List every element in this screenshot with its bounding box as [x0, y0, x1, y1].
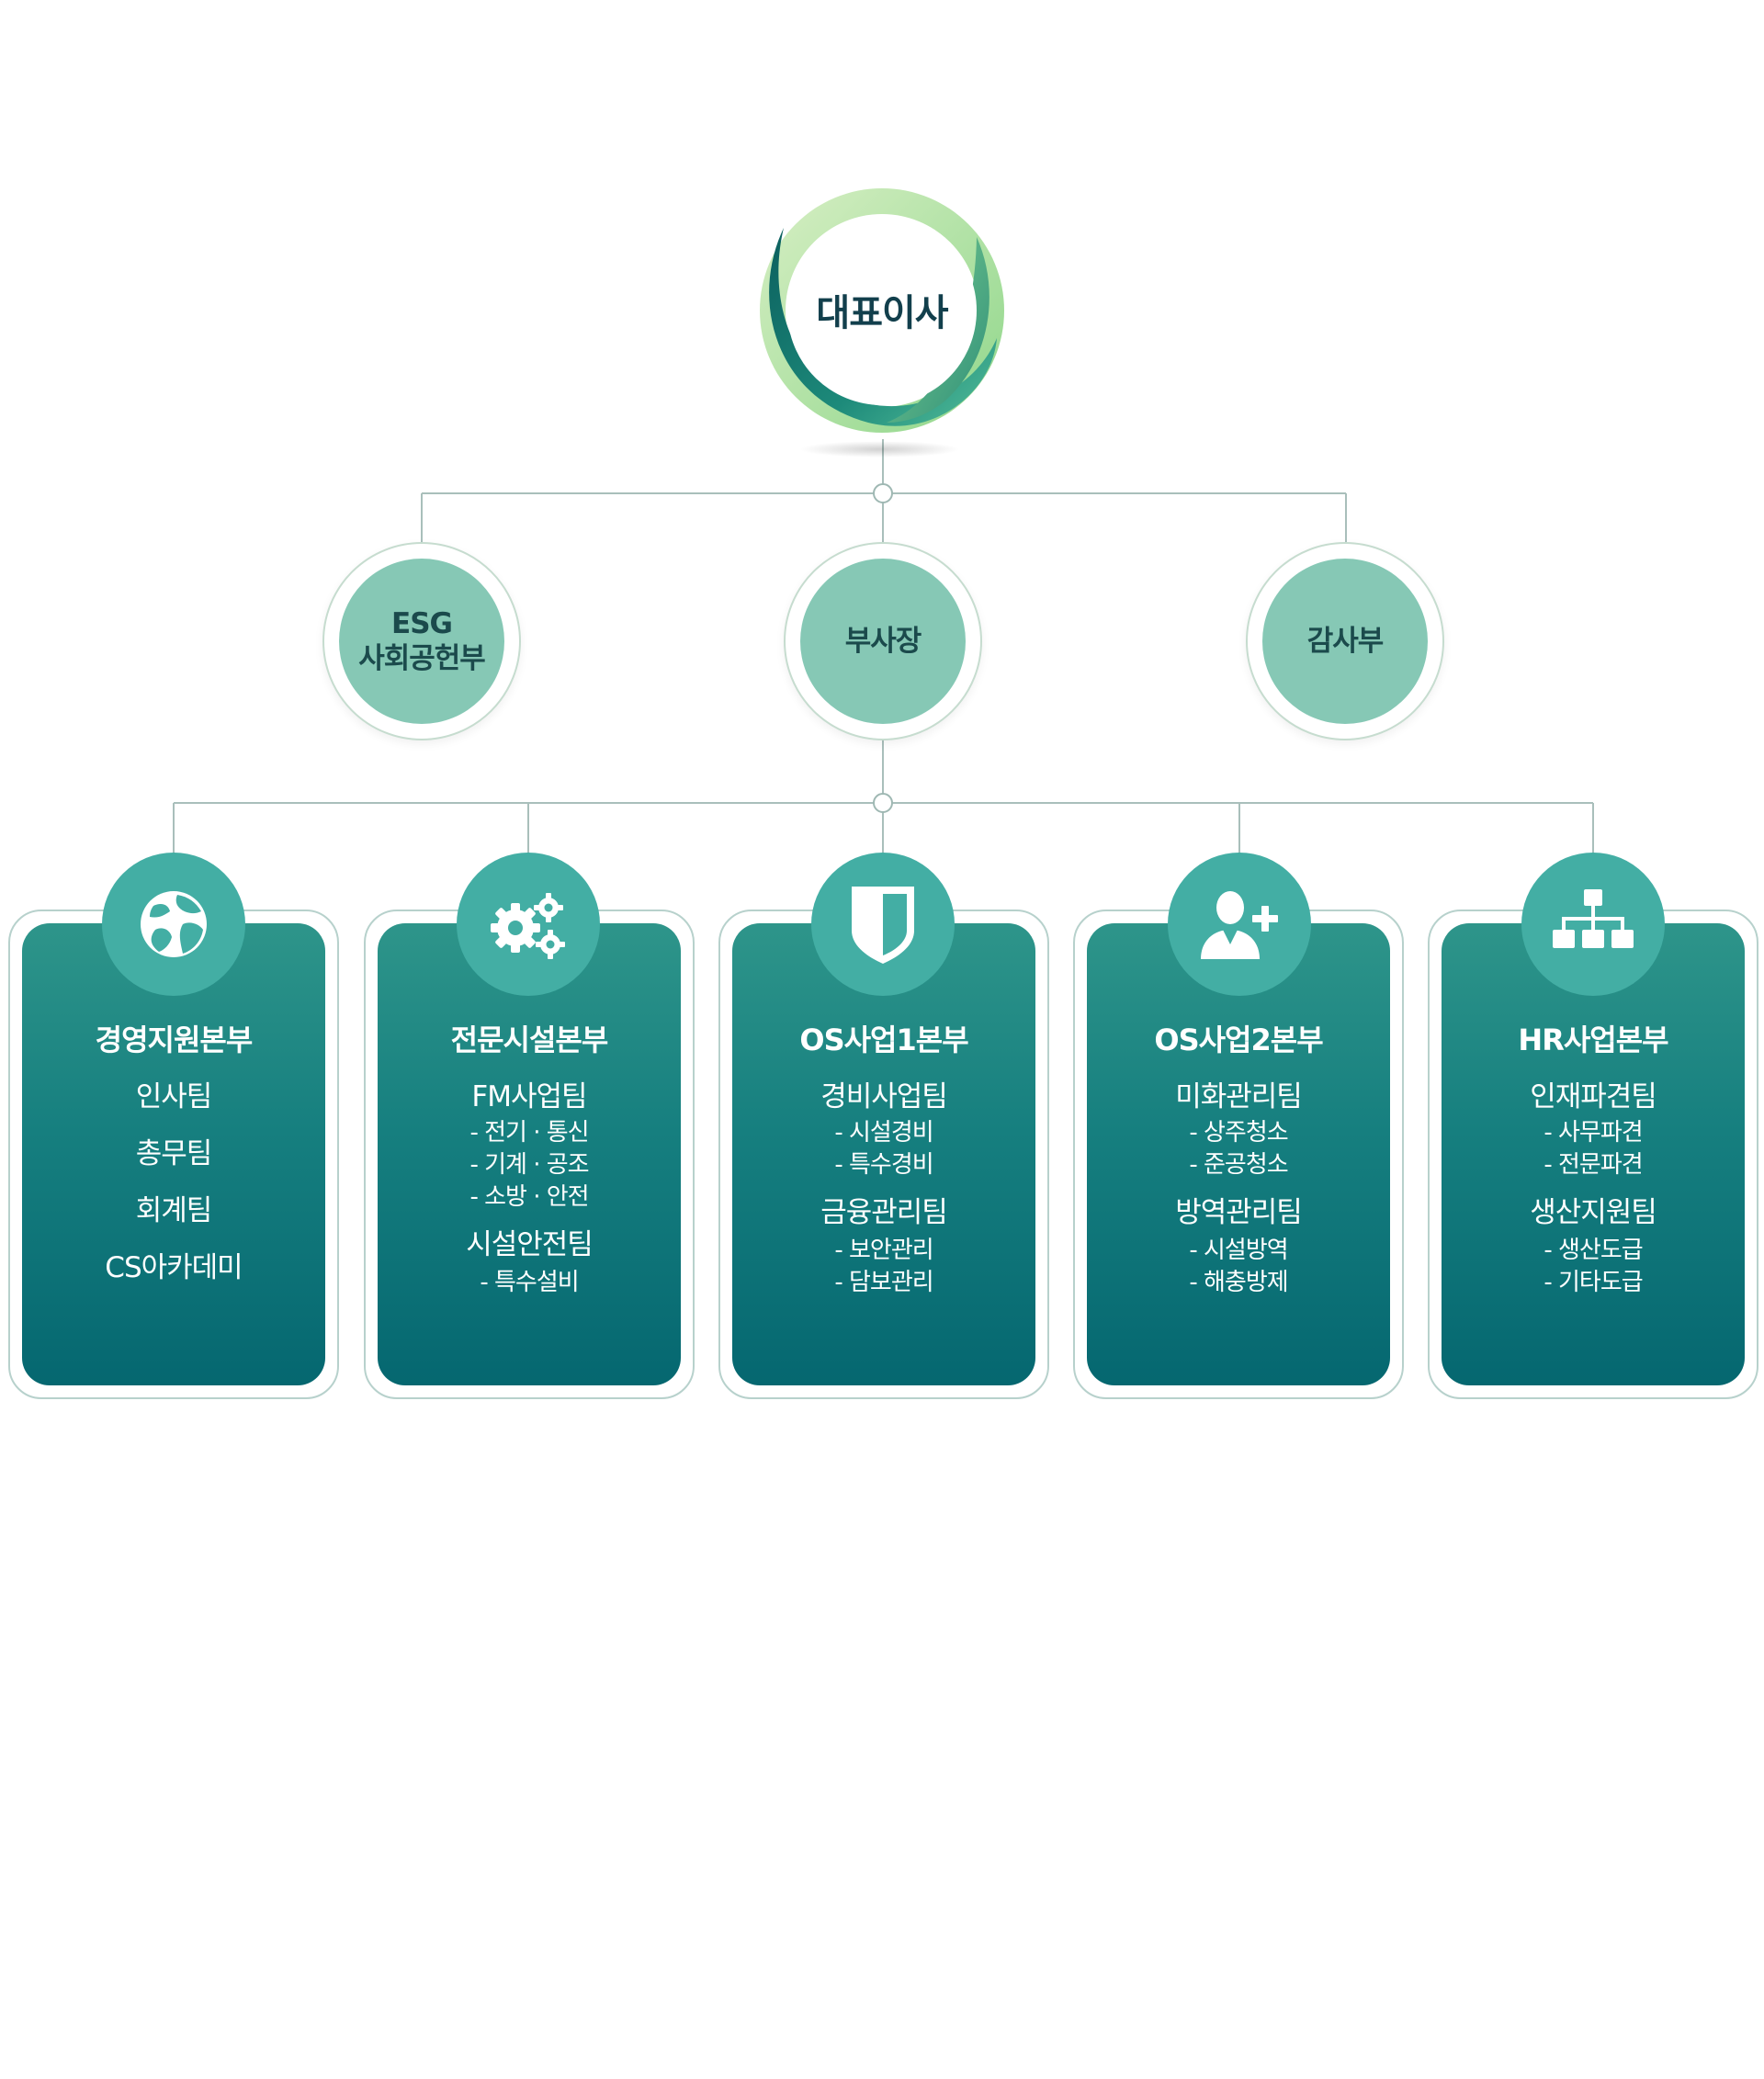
team-sub-item: - 특수경비	[834, 1151, 933, 1179]
team-name: 금융관리팀	[820, 1196, 948, 1229]
ceo-shadow	[799, 441, 960, 458]
add-user-icon	[1168, 853, 1311, 996]
team-name: CS아카데미	[105, 1251, 243, 1284]
esg-label-line2: 사회공헌부	[358, 642, 486, 675]
team-name: 생산지원팀	[1530, 1196, 1657, 1229]
team-sub-item: - 보안관리	[834, 1237, 933, 1264]
division-title: OS사업1본부	[799, 1023, 968, 1057]
audit-label: 감사부	[1306, 625, 1385, 658]
ceo-label: 대표이사	[816, 292, 948, 334]
vice-president-label: 부사장	[844, 625, 922, 658]
team-sub-item: - 기계 · 공조	[469, 1151, 589, 1179]
team-name: 시설안전팀	[466, 1228, 594, 1261]
esg-department-node: ESG 사회공헌부	[322, 542, 521, 740]
team-sub-item: - 전문파견	[1544, 1151, 1643, 1179]
division-title: HR사업본부	[1518, 1023, 1668, 1057]
team-sub-item: - 시설방역	[1189, 1237, 1288, 1264]
team-sub-item: - 소방 · 안전	[469, 1183, 589, 1211]
connector-dot-top	[873, 483, 893, 503]
team-name: 경비사업팀	[820, 1080, 948, 1113]
team-sub-item: - 담보관리	[834, 1269, 933, 1296]
audit-department-node: 감사부	[1246, 542, 1444, 740]
org-chart-icon	[1521, 853, 1665, 996]
team-name: 총무팀	[135, 1137, 213, 1170]
team-sub-item: - 특수설비	[480, 1269, 579, 1296]
globe-icon	[102, 853, 245, 996]
ceo-node: 대표이사	[749, 182, 1015, 448]
team-sub-item: - 전기 · 통신	[469, 1119, 589, 1147]
esg-label-line1: ESG	[391, 607, 453, 640]
team-sub-item: - 해충방제	[1189, 1269, 1288, 1296]
gears-icon	[457, 853, 600, 996]
team-name: 인사팀	[135, 1080, 213, 1113]
shield-icon	[811, 853, 955, 996]
vice-president-node: 부사장	[784, 542, 982, 740]
team-sub-item: - 상주청소	[1189, 1119, 1288, 1147]
connector-dot-bottom	[873, 793, 893, 813]
team-name: FM사업팀	[471, 1080, 587, 1113]
division-title: OS사업2본부	[1154, 1023, 1323, 1057]
team-sub-item: - 사무파견	[1544, 1119, 1643, 1147]
division-card-os1: OS사업1본부 경비사업팀 - 시설경비 - 특수경비 금융관리팀 - 보안관리…	[718, 910, 1049, 1399]
team-name: 미화관리팀	[1175, 1080, 1303, 1113]
division-title: 경영지원본부	[95, 1023, 254, 1057]
ceo-ring	[760, 188, 1004, 433]
team-name: 인재파견팀	[1530, 1080, 1657, 1113]
team-name: 방역관리팀	[1175, 1196, 1303, 1229]
team-sub-item: - 기타도급	[1544, 1269, 1643, 1296]
division-card-facility: 전문시설본부 FM사업팀 - 전기 · 통신 - 기계 · 공조 - 소방 · …	[364, 910, 695, 1399]
team-sub-item: - 준공청소	[1189, 1151, 1288, 1179]
team-sub-item: - 생산도급	[1544, 1237, 1643, 1264]
team-name: 회계팀	[135, 1194, 213, 1227]
division-title: 전문시설본부	[450, 1023, 609, 1057]
team-sub-item: - 시설경비	[834, 1119, 933, 1147]
